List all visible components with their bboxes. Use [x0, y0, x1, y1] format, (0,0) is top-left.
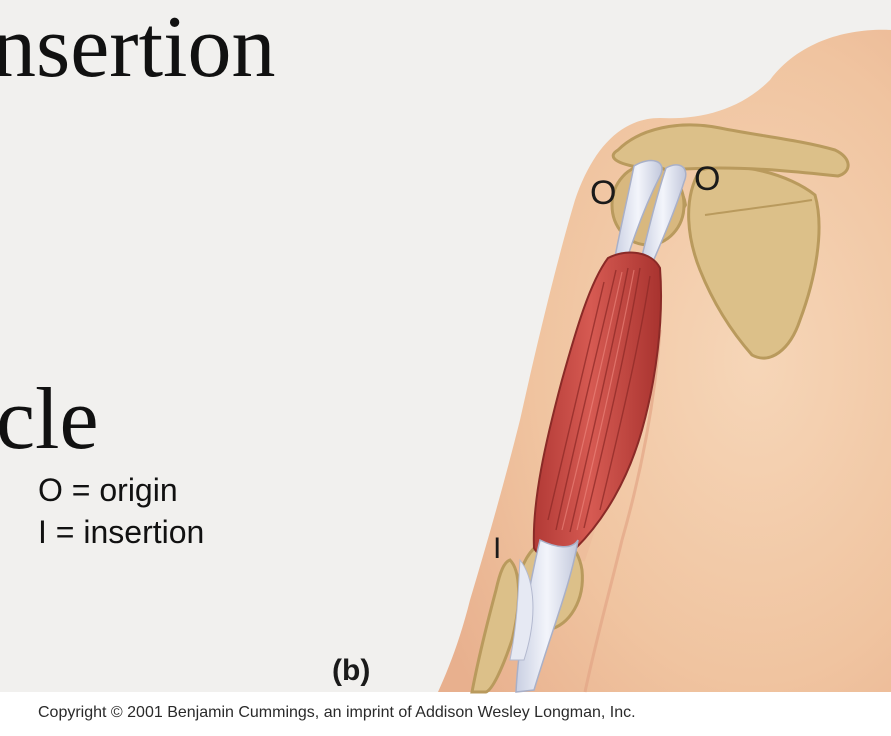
origin-label-left: O	[590, 176, 616, 210]
legend-origin: O = origin	[38, 474, 178, 506]
legend-insertion: I = insertion	[38, 516, 204, 548]
copyright-notice: Copyright © 2001 Benjamin Cummings, an i…	[38, 704, 636, 722]
insertion-label: I	[493, 534, 501, 564]
origin-label-right: O	[694, 162, 720, 196]
slide-title-fragment: nsertion	[0, 4, 276, 92]
slide-body-fragment: cle	[0, 376, 99, 464]
panel-label: (b)	[332, 656, 370, 686]
